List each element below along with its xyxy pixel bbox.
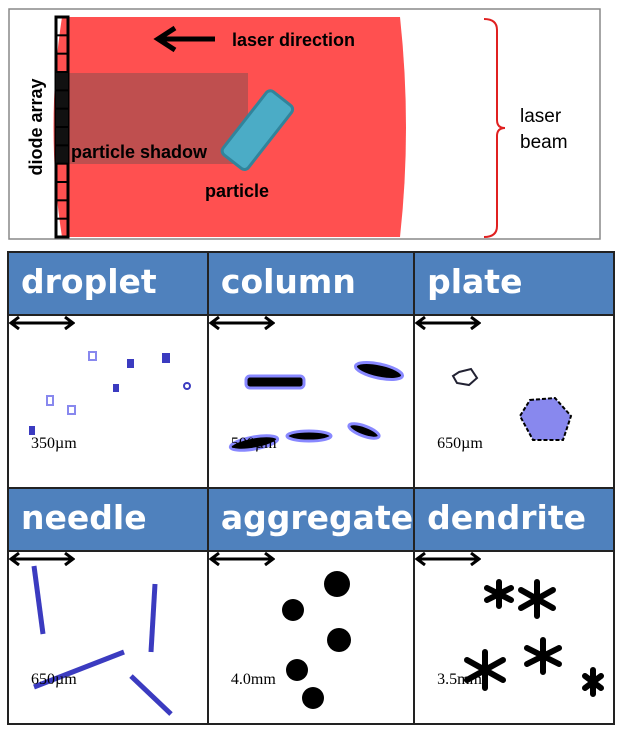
scale-label: 500µm: [230, 435, 277, 452]
particle-shadow-label: particle shadow: [71, 142, 208, 162]
cell-plate: plate 650µm: [415, 253, 613, 487]
scale-arrow-icon: [9, 552, 75, 566]
category-header: needle: [9, 489, 207, 552]
particle-shadow-region: [68, 73, 248, 164]
category-header: dendrite: [415, 489, 613, 552]
diode-array: [54, 15, 70, 239]
particle-image-needle: 650µm: [9, 552, 207, 723]
cell-needle: needle 650µm: [9, 489, 207, 723]
scale-arrow-icon: [208, 552, 275, 566]
category-header: column: [208, 253, 414, 316]
particle-shape: [220, 89, 295, 172]
particle-image-droplet: 350µm: [9, 316, 207, 487]
laser-direction-label: laser direction: [232, 30, 355, 50]
category-header: aggregate: [208, 489, 414, 552]
particle-image-aggregate: 4.0mm: [208, 552, 413, 723]
laser-beam-brace: [483, 18, 506, 238]
scale-label: 350µm: [31, 435, 77, 452]
category-header: droplet: [9, 253, 207, 316]
laser-beam-label-line2: beam: [520, 132, 568, 153]
cell-column: column 500µm: [208, 253, 414, 487]
scale-label: 650µm: [437, 435, 483, 452]
diode-array-label: diode array: [26, 78, 46, 175]
particle-type-grid: droplet 350µm column 500µm plate 650µm n…: [7, 251, 615, 725]
cell-aggregate: aggregate 4.0mm: [208, 489, 414, 723]
particle-image-column: 500µm: [208, 316, 413, 487]
scale-arrow-icon: [415, 316, 482, 330]
category-header: plate: [415, 253, 613, 316]
scale-arrow-icon: [9, 316, 75, 330]
cell-dendrite: dendrite 3.5mm: [415, 489, 613, 723]
scale-label: 650µm: [31, 671, 77, 688]
laser-beam-label-line1: laser: [520, 106, 562, 127]
scale-arrow-icon: [415, 552, 482, 566]
laser-direction-arrow: [153, 25, 215, 53]
scale-label: 4.0mm: [230, 671, 276, 688]
particle-image-dendrite: 3.5mm: [415, 552, 613, 723]
scale-label: 3.5mm: [437, 671, 482, 688]
particle-image-plate: 650µm: [415, 316, 613, 487]
cell-droplet: droplet 350µm: [9, 253, 207, 487]
particle-label: particle: [205, 181, 269, 201]
laser-probe-diagram: laser direction particle shadow particle…: [8, 8, 601, 240]
scale-arrow-icon: [208, 316, 275, 330]
